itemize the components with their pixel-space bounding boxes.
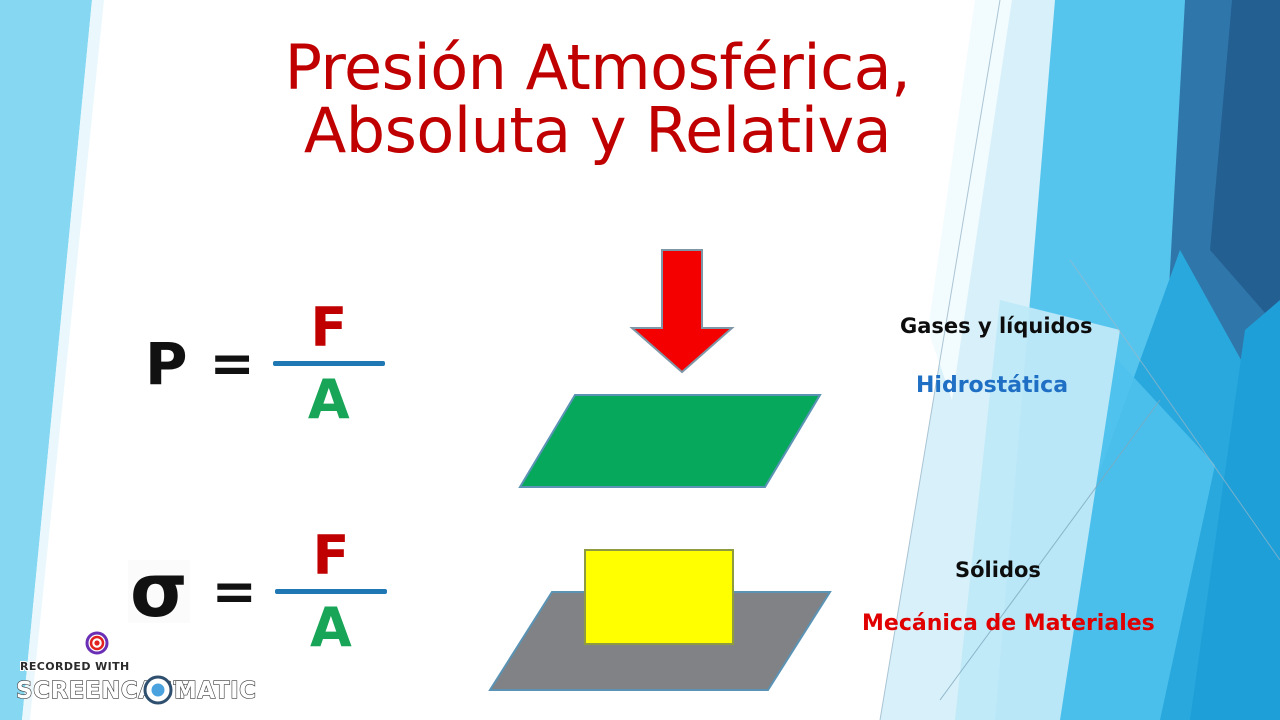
right-pale-triangle [955,300,1120,720]
formula-pressure: P = F A [145,300,389,427]
formula-pressure-equals: = [209,331,255,395]
label-solidos: Sólidos [955,558,1041,582]
watermark-brand-right: MATIC [173,677,257,704]
title-line-1: Presión Atmosférica, [284,31,911,104]
yellow-rectangle [584,549,734,645]
hairline-diagonal-2 [1069,259,1280,561]
page-title: Presión Atmosférica, Absoluta y Relativa [0,31,1195,168]
formula-pressure-numerator: F [310,296,348,359]
pressure-diagram [488,249,832,691]
watermark-target-icon [85,631,109,655]
formula-stress: σ = F A [128,528,391,655]
label-gases-y-liquidos: Gases y líquidos [900,314,1093,338]
formula-pressure-denominator: A [307,368,350,432]
formula-stress-symbol: σ [128,547,190,634]
formula-stress-bar [274,589,387,595]
screencast-o-matic-watermark: RECORDED WITH SCREENCAST MATIC [14,630,257,710]
right-deep-wedge [1210,0,1280,330]
formula-stress-fraction: F A [271,528,391,655]
formula-pressure-symbol: P [145,329,188,398]
watermark-logo-icon [143,675,173,705]
down-arrow-icon [629,249,735,374]
formula-pressure-bar [272,361,385,367]
formula-stress-denominator: A [309,596,352,660]
watermark-recorded-with: RECORDED WITH [19,659,130,674]
green-parallelogram [518,394,822,488]
label-mecanica-de-materiales: Mecánica de Materiales [862,611,1155,636]
formula-pressure-fraction: F A [269,300,389,427]
formula-stress-equals: = [211,559,257,623]
right-bright-lower [1190,300,1280,720]
hairline-diagonal-3 [939,399,1161,701]
formula-stress-numerator: F [312,524,350,587]
label-hidrostatica: Hidrostática [916,373,1069,398]
title-line-2: Absoluta y Relativa [303,94,892,168]
